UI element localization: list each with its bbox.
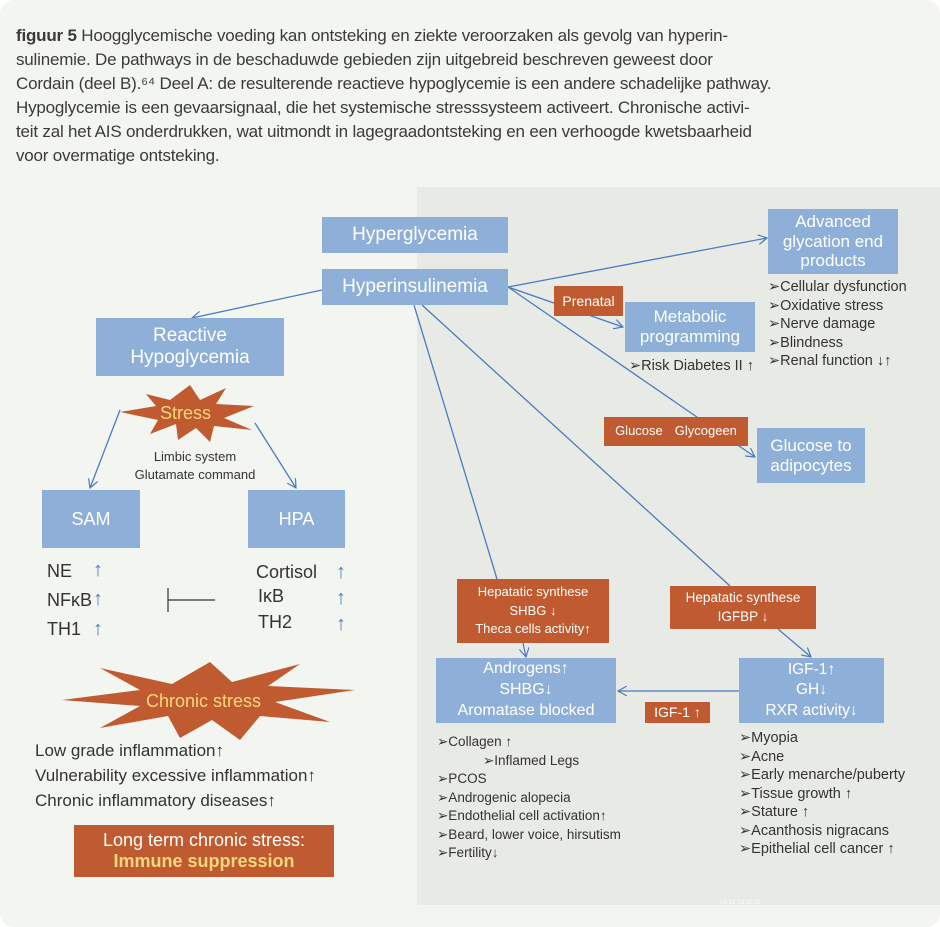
arrow-to-sam bbox=[90, 409, 121, 488]
caption-line: voor overmatige ontsteking. bbox=[16, 146, 220, 165]
effect-item: Low grade inflammation↑ bbox=[35, 741, 224, 760]
caption-line: teit zal het AIS onderdrukken, wat uitmo… bbox=[16, 122, 752, 141]
stress-label: Stress bbox=[160, 403, 212, 423]
hyperglycemia-box: Hyperglycemia bbox=[322, 217, 508, 253]
arrow-to-reactive-hypoglycemia bbox=[192, 289, 323, 318]
arrow-to-age bbox=[507, 238, 767, 288]
sam-item: TH1 bbox=[47, 619, 82, 639]
stress-starburst bbox=[120, 385, 254, 442]
caption-line: sulinemie. De pathways in de beschaduwde… bbox=[16, 50, 713, 69]
igf1-small-box: IGF-1 ↑ bbox=[645, 702, 710, 723]
caption-line: Cordain (deel B).⁶⁴ Deel A: de resultere… bbox=[16, 74, 772, 93]
risk-diabetes-text: ➢Risk Diabetes II ↑ bbox=[629, 358, 754, 374]
sam-box: SAM bbox=[42, 490, 140, 548]
arrow-to-hpa bbox=[254, 422, 296, 488]
arrow-to-androgens bbox=[523, 642, 526, 657]
hpa-box: HPA bbox=[248, 490, 345, 548]
caption-label: figuur 5 bbox=[16, 26, 77, 45]
inhibition-symbol bbox=[167, 588, 215, 612]
caption-line: figuur 5 Hoogglycemische voeding kan ont… bbox=[16, 26, 728, 45]
sam-item: NFκB bbox=[47, 590, 92, 610]
hpa-item: Cortisol bbox=[256, 562, 318, 582]
age-effects-list: ➢Cellular dysfunction➢Oxidative stress➢N… bbox=[768, 279, 907, 369]
hpa-item: IκB bbox=[258, 586, 285, 606]
up-arrow-icon: ↑ bbox=[93, 588, 103, 610]
chronic-stress-starburst bbox=[62, 662, 355, 740]
arrow-to-igf1 bbox=[777, 628, 811, 657]
hpa-item: TH2 bbox=[258, 612, 293, 632]
caption-line: Hypoglycemie is een gevaarsignaal, die h… bbox=[16, 98, 750, 117]
igf1-box: IGF-1↑GH↓RXR activity↓ bbox=[739, 658, 884, 723]
up-arrow-icon: ↑ bbox=[336, 561, 346, 583]
up-arrow-icon: ↑ bbox=[93, 559, 103, 581]
hyperinsulinemia-box: Hyperinsulinemia bbox=[322, 269, 508, 305]
long-term-stress-box: Long term chronic stress:Immune suppress… bbox=[74, 825, 334, 877]
androgen-effects-list: ➢Collagen ↑➢Inflamed Legs➢PCOS➢Androgeni… bbox=[437, 734, 621, 860]
up-arrow-icon: ↑ bbox=[336, 587, 346, 609]
up-arrow-icon: ↑ bbox=[93, 618, 103, 640]
prenatal-box: Prenatal bbox=[554, 286, 623, 316]
effect-item: Chronic inflammatory diseases↑ bbox=[35, 791, 276, 810]
line-to-hep-igfbp bbox=[421, 304, 731, 587]
line-to-hep-shbg bbox=[413, 304, 498, 580]
androgens-box: Androgens↑SHBG↓Aromatase blocked bbox=[436, 658, 616, 723]
sam-item: NE bbox=[47, 561, 73, 581]
footer-stamp: 15-12-13 20:32 bbox=[720, 900, 761, 906]
chronic-stress-label: Chronic stress bbox=[146, 691, 262, 711]
igf-effects-list: ➢Myopia➢Acne➢Early menarche/puberty➢Tiss… bbox=[739, 730, 906, 857]
effect-item: Vulnerability excessive inflammation↑ bbox=[35, 766, 316, 785]
up-arrow-icon: ↑ bbox=[336, 613, 346, 635]
